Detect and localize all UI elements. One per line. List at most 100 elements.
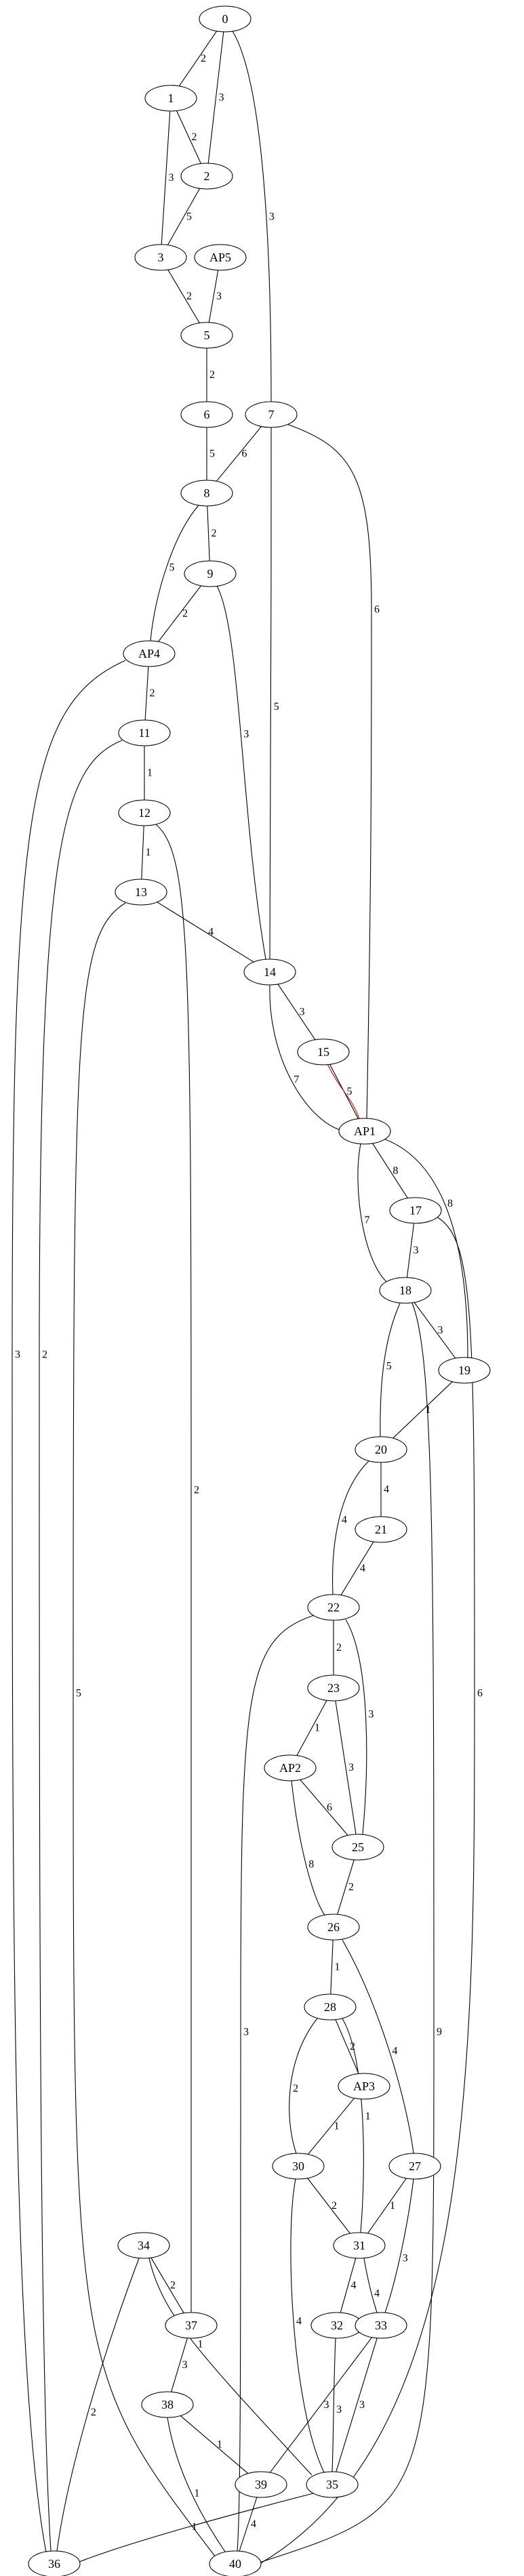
- node-label: 13: [135, 885, 147, 899]
- node-ellipse: [134, 244, 187, 271]
- edge-label-12-37: 2: [194, 1485, 199, 1496]
- edge-label-AP4-11: 2: [150, 688, 155, 699]
- node-label: 37: [185, 2319, 197, 2332]
- edge-38-40: [167, 2417, 226, 2552]
- node-17: 17: [389, 1197, 442, 1224]
- node-33: 33: [355, 2312, 407, 2339]
- edge-7-AP1: [284, 423, 372, 1119]
- node-13: 13: [115, 879, 167, 906]
- node-label: 2: [204, 169, 210, 183]
- node-30: 30: [272, 2153, 325, 2180]
- edge-AP2-25: [300, 1779, 348, 1836]
- edge-30-35: [290, 2178, 325, 2473]
- edge-label-34-37: 2: [170, 2280, 176, 2292]
- edge-AP2-26: [291, 1780, 326, 1917]
- node-label: 25: [352, 1840, 364, 1854]
- node-label: 38: [161, 2398, 174, 2411]
- node-label: 1: [168, 91, 174, 105]
- node-ellipse: [117, 2232, 170, 2259]
- edge-label-18-19: 3: [438, 1325, 443, 1336]
- node-5: 5: [180, 322, 233, 349]
- edge-27-31: [367, 2178, 407, 2234]
- node-ellipse: [235, 2471, 287, 2498]
- node-7: 7: [245, 401, 298, 428]
- node-12: 12: [118, 799, 171, 826]
- node-ellipse: [307, 1914, 360, 1941]
- node-label: 17: [409, 1204, 422, 1217]
- edge-22-40: [237, 1615, 314, 2552]
- node-label: 31: [353, 2239, 365, 2252]
- node-label: 32: [331, 2319, 343, 2332]
- edge-22-25: [345, 1619, 367, 1835]
- edge-14-AP1: [269, 984, 340, 1131]
- edge-label-28-30: 2: [293, 2083, 298, 2094]
- node-11: 11: [118, 719, 171, 746]
- edge-label-18-20: 5: [386, 1360, 392, 1372]
- edge-label-AP3-30: 1: [334, 2121, 340, 2132]
- edge-AP4-11: [144, 666, 149, 721]
- node-ellipse: [355, 1436, 407, 1463]
- edge-label-AP2-25: 6: [327, 1802, 332, 1813]
- edge-30-31: [307, 2178, 350, 2234]
- edge-label-35-36: 1: [192, 2521, 197, 2533]
- edge-7-8: [216, 426, 262, 482]
- node-ellipse: [180, 401, 233, 428]
- edge-7-14: [269, 427, 272, 960]
- node-ellipse: [245, 401, 298, 428]
- edge-label-2-3: 5: [186, 211, 192, 223]
- edge-32-35: [331, 2338, 336, 2472]
- node-AP1: AP1: [338, 1118, 391, 1145]
- node-ellipse: [338, 1118, 391, 1145]
- edge-label-6-8: 5: [209, 448, 215, 460]
- edge-label-33-35: 3: [359, 2399, 365, 2411]
- edge-AP1-17: [372, 1143, 408, 1199]
- node-26: 26: [307, 1914, 360, 1941]
- edge-17-40: [259, 1217, 475, 2564]
- edge-25-26: [337, 1859, 355, 1915]
- node-ellipse: [355, 1516, 407, 1543]
- node-ellipse: [388, 2153, 441, 2180]
- node-ellipse: [184, 560, 237, 587]
- edge-9-14: [216, 585, 266, 960]
- node-AP5: AP5: [194, 244, 247, 271]
- edge-label-15-AP1: 5: [347, 1086, 352, 1097]
- node-label: 39: [255, 2478, 267, 2491]
- node-39: 39: [235, 2471, 287, 2498]
- edge-label-1-3: 3: [169, 172, 174, 184]
- node-23: 23: [307, 1674, 360, 1702]
- edge-label-11-36: 2: [42, 1349, 47, 1361]
- edge-28-30: [289, 2018, 318, 2154]
- node-label: 0: [222, 12, 228, 26]
- edge-23-25: [335, 1700, 357, 1835]
- edge-31-33: [363, 2258, 378, 2313]
- edge-label-AP2-26: 8: [308, 1859, 314, 1870]
- edge-23-AP2: [296, 1700, 327, 1756]
- node-label: 8: [204, 486, 210, 500]
- node-label: 33: [375, 2319, 387, 2332]
- node-1: 1: [144, 85, 197, 112]
- node-label: AP2: [279, 1761, 301, 1775]
- edge-label-32-35: 3: [336, 2404, 342, 2415]
- node-ellipse: [180, 322, 233, 349]
- edge-21-22: [340, 1541, 374, 1596]
- edge-label-39-40: 4: [251, 2518, 256, 2530]
- edge-label-20-21: 4: [384, 1484, 389, 1496]
- edge-label-28-31: 1: [365, 2111, 371, 2122]
- node-label: 12: [138, 806, 150, 820]
- edge-39-40: [239, 2497, 258, 2552]
- edge-label-0-2: 3: [219, 92, 224, 104]
- edge-13-40: [73, 902, 216, 2558]
- edge-18-40: [259, 1303, 435, 2563]
- edge-AP5-5: [208, 270, 219, 323]
- edge-17-18: [406, 1223, 415, 1278]
- edge-label-23-AP2: 1: [315, 1723, 320, 1734]
- edge-AP1-18: [357, 1143, 388, 1283]
- node-ellipse: [264, 1754, 317, 1781]
- edge-label-3-5: 2: [186, 291, 192, 302]
- edge-label-28-AP3: 2: [350, 2041, 355, 2052]
- edge-26-28: [330, 1939, 334, 1995]
- edge-label-34-35: 1: [198, 2339, 203, 2350]
- edge-label-AP4-36: 3: [15, 1349, 20, 1361]
- node-label: 26: [327, 1920, 340, 1934]
- node-label: 14: [264, 965, 276, 979]
